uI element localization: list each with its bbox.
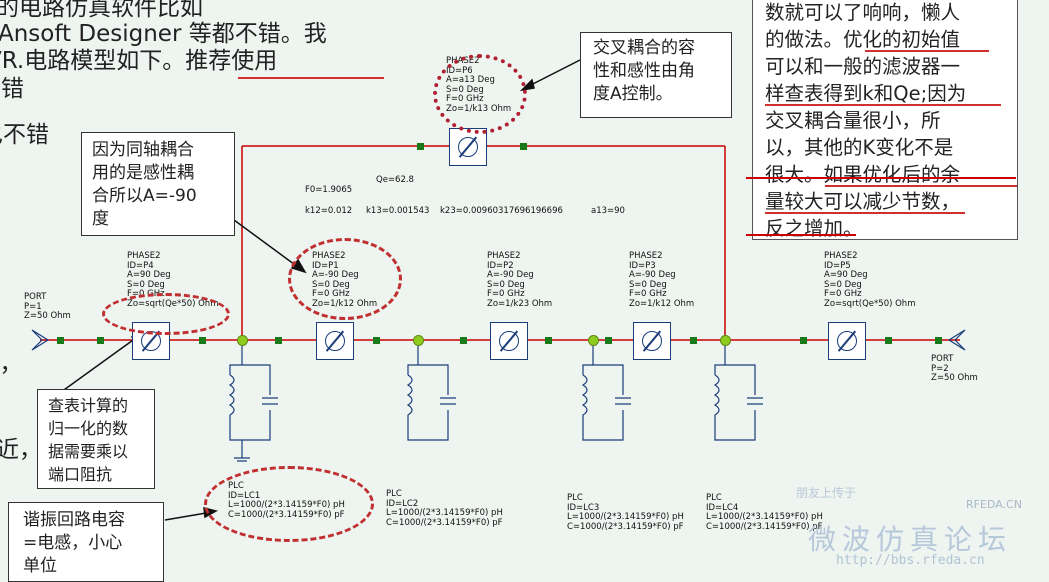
right-line-4: 样查表得到k和Qe;因为 [765,82,967,105]
node [199,337,206,344]
phase-p3-symbol[interactable] [633,322,671,360]
callout-table-line4: 端口阻抗 [48,465,113,484]
phase-p5-symbol[interactable] [828,322,866,360]
callout-resonator: 谐振回路电容 =电感，小心 单位 [8,502,164,582]
node [460,337,467,344]
phase-p3-label: PHASE2 ID=P3 A=-90 Deg S=0 Deg F=0 GHz Z… [629,251,695,309]
node [935,337,942,344]
callout-coax-coupling: 因为同轴耦合 用的是感性耦 合所以A=-90 度 [81,132,235,236]
right-line-8: 量较大可以减少节数， [765,190,961,213]
lc2-label: PLC ID=LC2 L=1000/(2*3.14159*F0) pH C=10… [386,489,503,528]
watermark-forum: 微波仿真论坛 [808,523,1013,556]
callout-coax-line4: 度 [92,209,109,229]
callout-table-lookup: 查表计算的 归一化的数 据需要乘以 端口阻抗 [37,389,155,489]
callout-res-line2: =电感，小心 [23,533,123,553]
callout-coax-line1: 因为同轴耦合 [92,140,194,160]
bg-text-line4: 不错 [0,76,24,102]
right-text-box: 数就可以了响响，懒人 的做法。优化的初始值 可以和一般的滤波器一 样查表得到k和… [752,0,1018,240]
param-k13: k13=0.001543 [366,206,430,216]
node [97,337,104,344]
junction [588,335,599,346]
node [605,337,612,344]
port2-label: PORT P=2 Z=50 Ohm [931,354,978,383]
right-line-6: 以，其他的K变化不是 [765,136,954,159]
callout-table-line2: 归一化的数 [48,419,129,438]
phase-p5-label: PHASE2 ID=P5 A=90 Deg S=0 Deg F=0 GHz Zo… [824,251,916,309]
node [545,337,552,344]
outer-red-line-h [746,177,1016,179]
node [885,337,892,344]
underline-r7 [825,185,1017,187]
phase-p2-symbol[interactable] [490,322,528,360]
bg-text-line2: Ansoft Designer 等都不错。我 [0,21,327,47]
right-line-7: 很大。如果优化后的余 [765,163,961,186]
callout-coax-line3: 合所以A=-90 [92,186,197,206]
callout-res-line3: 单位 [23,556,57,576]
callout-cross-line3: 度A控制。 [593,84,673,104]
node [275,337,282,344]
node [417,143,424,150]
right-line-5: 交叉耦合量很小，所 [765,109,941,132]
right-line-1: 数就可以了响响，懒人 [765,1,961,24]
highlight-p6 [433,54,527,134]
underline-r8 [765,212,965,214]
bg-text-line5: 也不错 [0,122,49,148]
lc4-label: PLC ID=LC4 L=1000/(2*3.14159*F0) pH C=10… [706,493,823,532]
callout-coax-line2: 用的是感性耦 [92,163,194,183]
node [690,337,697,344]
watermark-url: http://bbs.rfeda.cn [836,553,985,568]
bg-text-line1: 的电路仿真软件比如 [0,0,203,21]
callout-table-line3: 据需要乘以 [48,442,129,461]
node [57,337,64,344]
bg-text-line7: 近， [0,437,42,463]
node [800,337,807,344]
callout-res-line1: 谐振回路电容 [23,510,125,530]
watermark-small: 朋友上传于 [796,486,857,500]
lc3-label: PLC ID=LC3 L=1000/(2*3.14159*F0) pH C=10… [567,493,684,532]
param-f0: F0=1.9065 [305,185,353,195]
watermark-brand: RFEDA.CN [966,498,1022,511]
right-line-3: 可以和一般的滤波器一 [765,55,961,78]
junction [237,335,248,346]
underline-recommend [238,77,384,79]
highlight-p1 [288,238,402,320]
param-qe: Qe=62.8 [376,175,414,185]
callout-cross-coupling: 交叉耦合的容 性和感性由角 度A控制。 [580,32,732,118]
node [520,143,527,150]
phase-p1-symbol[interactable] [316,322,354,360]
callout-table-line1: 查表计算的 [48,396,129,415]
bg-text-line3: VR.电路模型如下。推荐使用 [0,48,278,74]
callout-cross-line2: 性和感性由角 [593,61,695,81]
param-k23: k23=0.0096031769619669​6 [440,206,563,216]
bg-text-line6: ）， [0,351,23,377]
phase-p2-label: PHASE2 ID=P2 A=-90 Deg S=0 Deg F=0 GHz Z… [487,251,553,309]
underline-r4 [765,104,1001,106]
underline-r2 [865,50,989,52]
outer-red-line-h2 [746,234,856,236]
param-a13: a13=90 [591,206,625,216]
highlight-p4 [102,293,230,335]
node [373,337,380,344]
param-k12: k12=0.012 [305,206,353,216]
callout-cross-line1: 交叉耦合的容 [593,38,695,58]
right-line-2: 的做法。优化的初始值 [765,28,961,51]
junction [720,335,731,346]
highlight-lc1 [204,466,374,542]
junction [413,335,424,346]
port1-label: PORT P=1 Z=50 Ohm [24,292,71,321]
phase-p6-symbol[interactable] [449,128,487,166]
